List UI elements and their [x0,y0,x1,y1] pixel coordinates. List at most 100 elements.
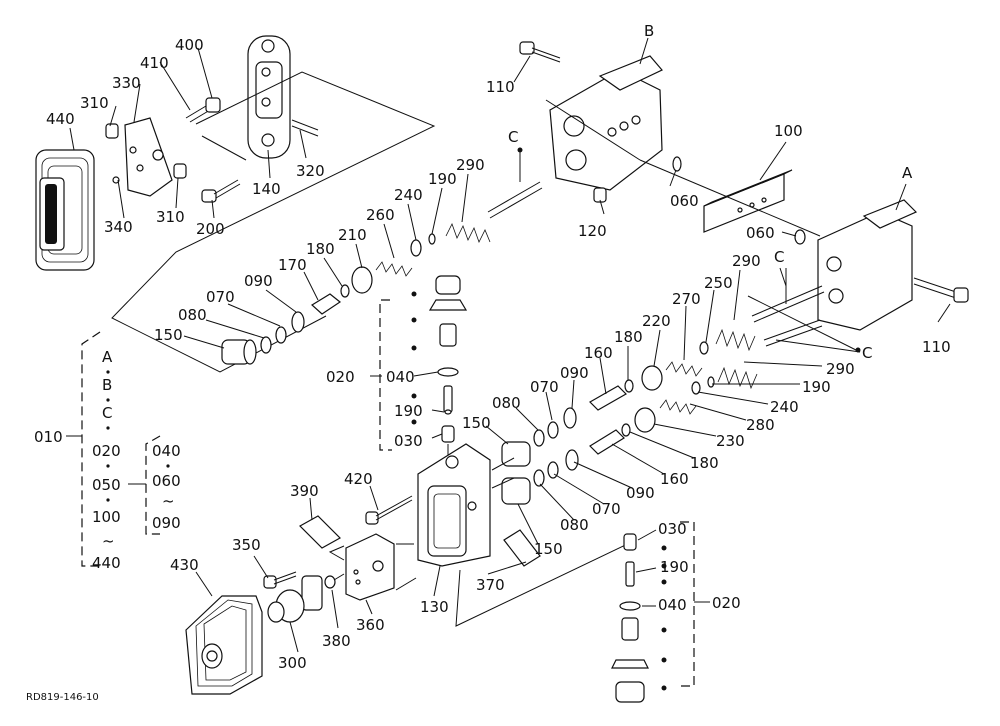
callout-180-lower: 180 [690,454,719,472]
seat-210 [351,266,373,294]
callout-070-top: 070 [206,288,235,306]
ring-070-lower [547,461,559,479]
spool-170 [311,293,342,315]
callout-160-upper: 160 [584,344,613,362]
callout-390: 390 [290,482,319,500]
plate-360 [345,533,395,601]
callout-290-lower: 290 [826,360,855,378]
callout-190-mid: 190 [394,402,423,420]
bolt-410 [185,97,221,123]
callout-300: 300 [278,654,307,672]
bracket-140 [247,35,319,159]
legend-item-A: A [102,348,113,366]
spring-270 [665,361,703,377]
callout-090-lower: 090 [626,484,655,502]
callout-290-top: 290 [456,156,485,174]
callout-C-right: C [862,344,872,362]
callout-140: 140 [252,180,281,198]
bolt-110-upper [519,41,561,63]
callout-440: 440 [46,110,75,128]
spring-290-upper [445,222,491,244]
spool-160-lower [589,429,625,455]
callout-190-lower: 190 [660,558,689,576]
screw-200 [201,179,241,203]
oring-090 [291,311,305,333]
callout-130: 130 [420,598,449,616]
ring-190-lower [707,376,715,388]
spool-C-lower [763,319,861,353]
washer-240 [410,239,422,257]
callout-080-mid: 080 [492,394,521,412]
legend-sub-060: 060 [152,472,181,490]
spool-C-upper [487,147,543,219]
callout-020-lower: 020 [712,594,741,612]
callout-400: 400 [175,36,204,54]
legend-sub-tilde: ~ [162,492,175,510]
seat-230 [634,407,656,433]
ring-080-lower [533,469,545,487]
oring-090-mid [563,407,577,429]
callout-310-top: 310 [80,94,109,112]
callout-340: 340 [104,218,133,236]
callout-060-right: 060 [746,224,775,242]
legend-item-100: 100 [92,508,121,526]
spring-280 [659,399,697,415]
callout-420: 420 [344,470,373,488]
callout-260: 260 [366,206,395,224]
callout-310-bottom: 310 [156,208,185,226]
callout-020-mid: 020 [326,368,355,386]
ring-070 [275,326,287,344]
bellows-cover-430 [185,595,263,695]
shim-100 [703,169,793,233]
callout-180-top: 180 [306,240,335,258]
washer-180-lower [621,423,631,437]
callout-240-top: 240 [394,186,423,204]
callout-170: 170 [278,256,307,274]
washer-250 [699,341,709,355]
callout-210: 210 [338,226,367,244]
callout-320: 320 [296,162,325,180]
legend-item-440: 440 [92,554,121,572]
callout-360: 360 [356,616,385,634]
callout-350: 350 [232,536,261,554]
oring-090-lower [565,449,579,471]
callout-070-lower: 070 [592,500,621,518]
callout-110-right: 110 [922,338,951,356]
pin-390 [299,515,341,549]
washer-180 [340,284,350,298]
callout-070-mid: 070 [530,378,559,396]
callout-120: 120 [578,222,607,240]
callout-150-top: 150 [154,326,183,344]
callout-220: 220 [642,312,671,330]
screw-380 [324,573,345,589]
valve-body-130 [417,443,491,567]
cartridge-150-upper [221,339,257,365]
callout-100: 100 [774,122,803,140]
callout-labels: 400 410 330 310 440 340 310 200 140 320 … [46,22,951,672]
plug-stack-020-lower [611,533,667,703]
bolt-420 [365,495,413,525]
spring-260 [375,261,413,277]
callout-280: 280 [746,416,775,434]
callout-270: 270 [672,290,701,308]
callout-230: 230 [716,432,745,450]
legend-sub-090: 090 [152,514,181,532]
legend-item-050: 050 [92,476,121,494]
bolt-110-right [913,277,969,303]
callout-250: 250 [704,274,733,292]
callout-190-right: 190 [802,378,831,396]
bellows-cover-440 [35,149,95,271]
valve-body-B [549,55,682,203]
seat-220 [641,365,663,391]
spool-C-mid [751,268,825,323]
callout-110-top: 110 [486,78,515,96]
washer-180-mid [624,379,634,393]
callout-150-mid: 150 [462,414,491,432]
legend-main-label: 010 [34,428,63,446]
callout-380: 380 [322,632,351,650]
callout-430: 430 [170,556,199,574]
callout-090-top: 090 [244,272,273,290]
screw-350 [263,571,297,589]
spring-290-mid [715,328,756,352]
